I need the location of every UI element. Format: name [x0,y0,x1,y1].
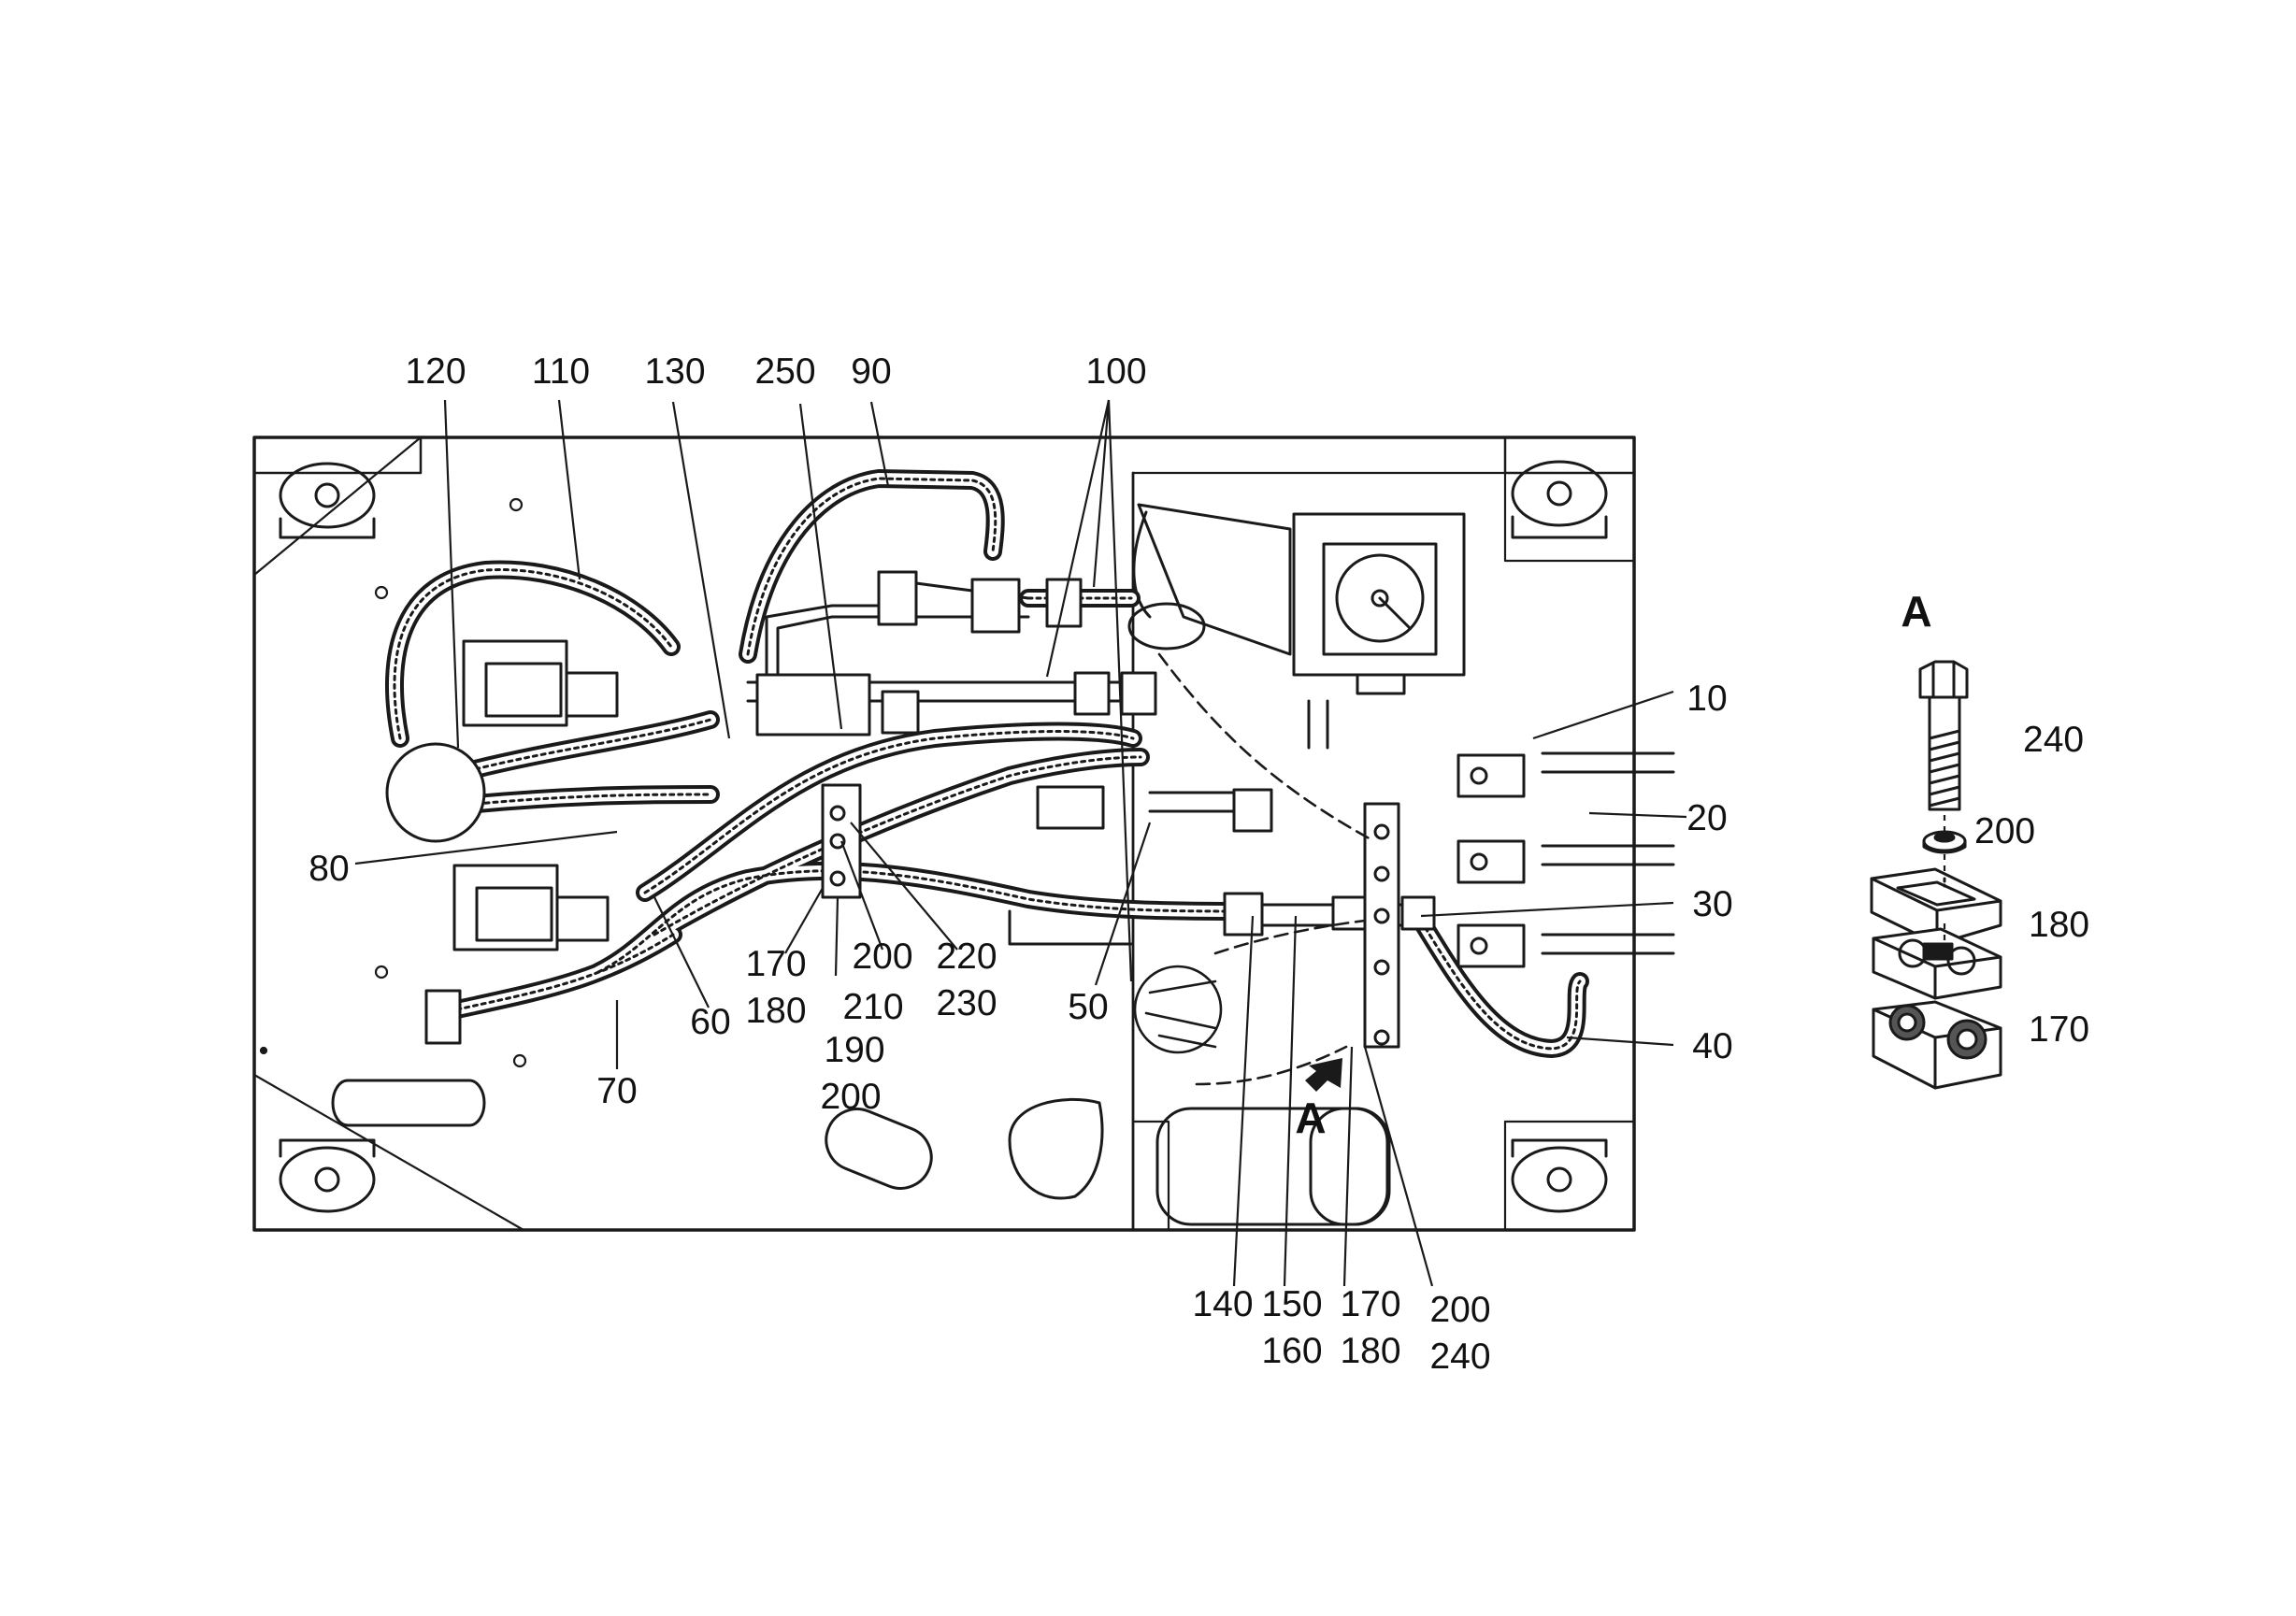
hose-lines [385,468,1589,1059]
callout-numbers-left: 80 [309,849,349,889]
callout-top-5: 100 [1085,351,1146,392]
callout-bottom-140: 140 [1192,1284,1253,1324]
callout-right-40: 40 [1692,1026,1732,1066]
callout-lower-170: 170 [745,944,806,984]
corner-boss-top-right [1511,460,1608,539]
callout-bottom-200: 200 [1429,1290,1490,1330]
detail-callout-200: 200 [1974,811,2035,851]
plate-cutouts [331,1079,1391,1226]
callout-numbers-bottom: 140 150 160 170 180 200 240 [1192,1284,1490,1377]
view-direction-arrow [1305,1058,1342,1092]
washer-part [1922,830,1967,854]
fittings [755,570,1436,1049]
callout-bottom-170: 170 [1340,1284,1400,1324]
detail-callout-240: 240 [2023,720,2084,760]
callout-lower-190: 190 [824,1030,884,1070]
detail-view-a: A [1870,587,2089,1090]
callout-numbers-lower: 60 70 170 180 200 210 190 200 220 230 50 [596,937,1108,1117]
callout-bottom-160: 160 [1261,1331,1322,1371]
callout-bottom-180: 180 [1340,1331,1400,1371]
callout-bottom-240: 240 [1429,1337,1490,1377]
callout-top-4: 90 [851,351,891,392]
callout-top-0: 120 [405,351,466,392]
cover-plate-part [1870,867,2002,946]
callout-right-20: 20 [1686,798,1727,838]
clamp-body-lower-part [1872,1000,2002,1090]
corner-boss-bottom-left [279,1138,376,1213]
callout-numbers-right: 10 20 30 40 [1686,679,1732,1066]
callout-top-1: 110 [532,351,590,392]
callout-right-10: 10 [1686,679,1727,719]
detail-callout-180: 180 [2029,905,2089,945]
callout-left-0: 80 [309,849,349,889]
bolt-part [1918,660,1969,811]
callout-numbers-top: 120 110 130 250 90 100 [405,351,1146,392]
detail-callout-170: 170 [2029,1009,2089,1050]
callout-lower-50: 50 [1068,987,1108,1027]
clamp-body-upper-part [1872,927,2002,1000]
solenoid-valves [385,639,1526,1045]
callout-right-30: 30 [1692,884,1732,924]
callout-lower-60: 60 [690,1002,730,1042]
detail-view-title: A [1901,587,1931,636]
callout-lower-70: 70 [596,1071,637,1111]
pump-motor-unit [1127,503,1466,750]
gauge-cluster [1133,652,1376,1086]
callout-lower-220: 220 [936,937,997,977]
callout-lower-230: 230 [936,983,997,1023]
callout-leaders [354,399,1687,1287]
corner-boss-top-left [279,462,376,539]
mounting-holes [259,497,527,1068]
callout-top-3: 250 [754,351,815,392]
view-marker-label: A [1295,1094,1326,1142]
callout-top-2: 130 [644,351,705,392]
callout-bottom-150: 150 [1261,1284,1322,1324]
callout-lower-180: 180 [745,991,806,1031]
callout-lower-200b: 200 [820,1077,881,1117]
callout-lower-200a: 200 [852,937,912,977]
callout-lower-210: 210 [842,987,903,1027]
corner-boss-bottom-right [1511,1138,1608,1213]
